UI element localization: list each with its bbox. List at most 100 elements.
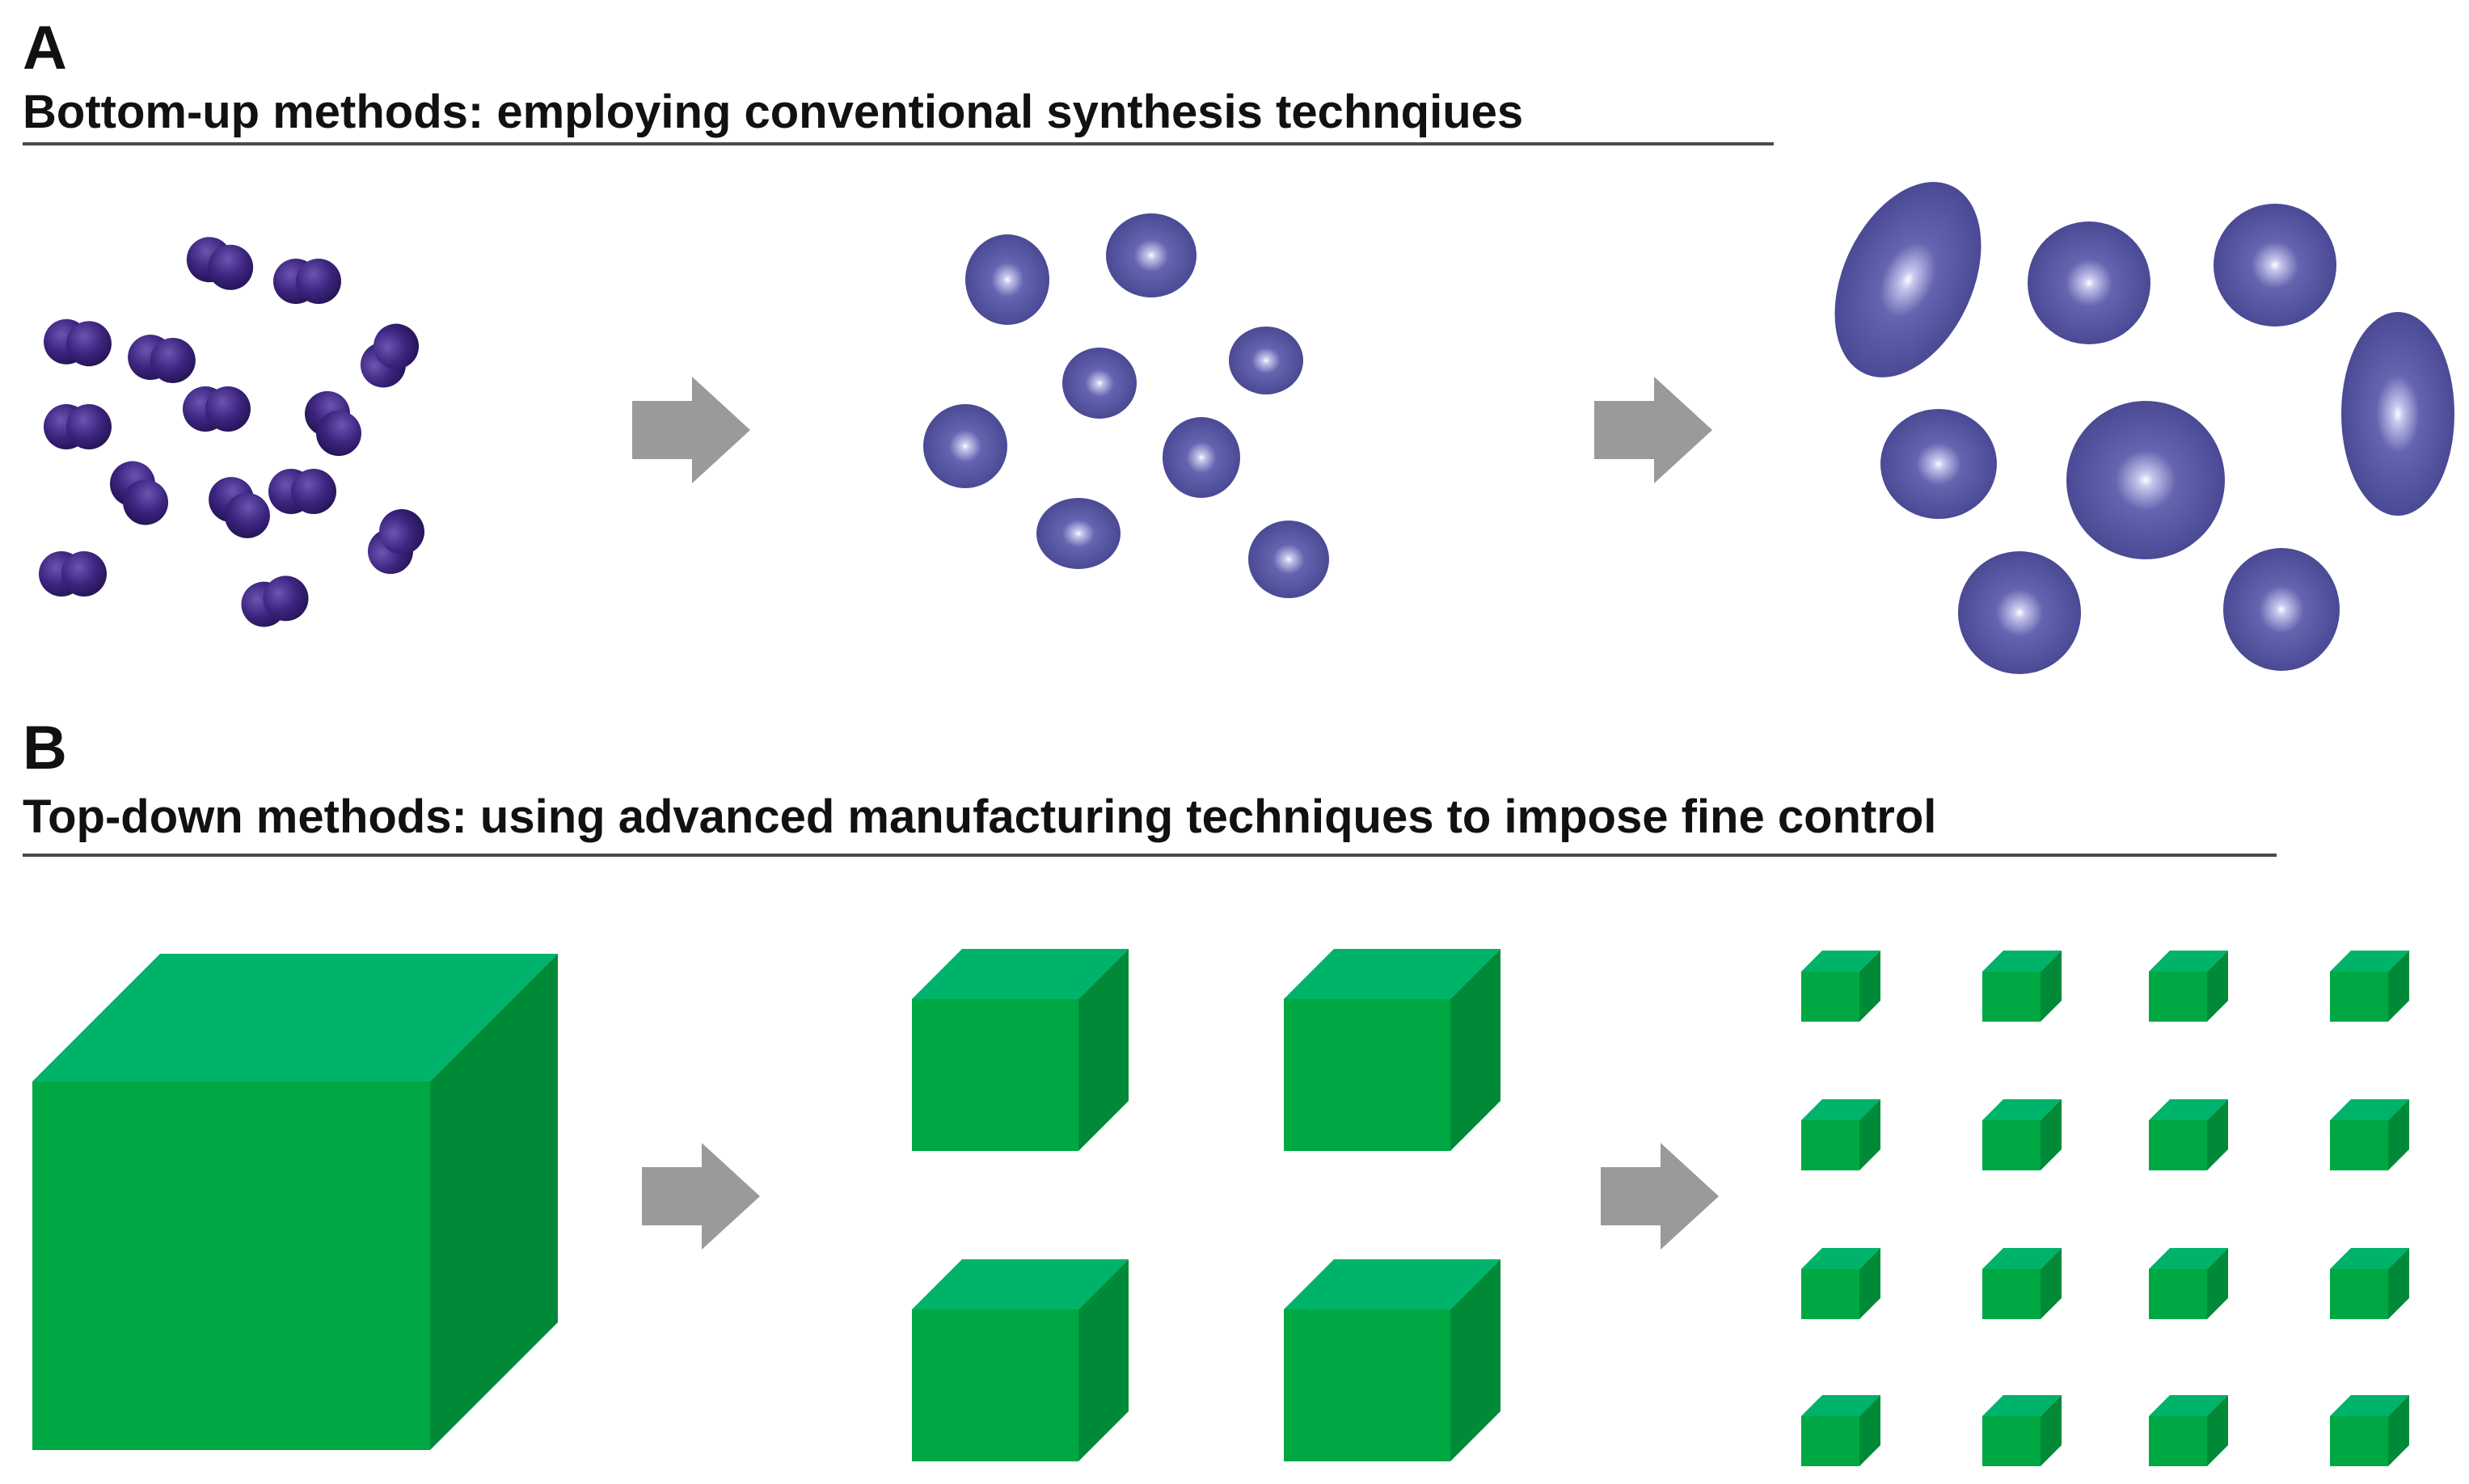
cube bbox=[912, 949, 1129, 1151]
atom-pair bbox=[128, 335, 196, 383]
atom bbox=[316, 411, 361, 457]
cube bbox=[2149, 1099, 2228, 1170]
atom-pair bbox=[268, 469, 336, 514]
cube-top-face bbox=[1801, 951, 1880, 972]
top-down-section bbox=[32, 949, 2409, 1466]
cube bbox=[2330, 951, 2409, 1022]
cube-side-face bbox=[1859, 1248, 1880, 1319]
particle bbox=[2223, 548, 2340, 671]
cube-top-face bbox=[32, 954, 558, 1081]
atom bbox=[208, 244, 254, 290]
cube-top-face bbox=[1982, 1395, 2062, 1416]
cube-side-face bbox=[430, 954, 558, 1450]
particle bbox=[2066, 401, 2225, 559]
cube-top-face bbox=[2330, 1395, 2409, 1416]
cube bbox=[2149, 1395, 2228, 1466]
cube-top-face bbox=[912, 1259, 1129, 1309]
cube bbox=[1801, 1099, 1880, 1170]
small-cubes-group bbox=[1801, 951, 2409, 1466]
particle bbox=[2214, 204, 2336, 327]
cube-top-face bbox=[2330, 1099, 2409, 1120]
cube-side-face bbox=[1078, 949, 1129, 1151]
cube-side-face bbox=[2388, 1395, 2409, 1466]
cube bbox=[1801, 951, 1880, 1022]
cube bbox=[912, 1259, 1129, 1461]
arrow-right-icon bbox=[1594, 377, 1712, 483]
cube-top-face bbox=[1284, 949, 1500, 999]
arrow-shape bbox=[1594, 377, 1712, 483]
arrow-shape bbox=[642, 1143, 760, 1250]
atom-pair bbox=[209, 477, 270, 538]
cube-top-face bbox=[2149, 1099, 2228, 1120]
cube-front-face bbox=[2330, 972, 2388, 1022]
arrow-right-icon bbox=[1601, 1143, 1719, 1250]
particle bbox=[1834, 182, 1982, 377]
cube-top-face bbox=[1982, 951, 2062, 972]
atom bbox=[150, 337, 196, 383]
atom bbox=[291, 469, 336, 514]
cube-front-face bbox=[2330, 1269, 2388, 1319]
cube-side-face bbox=[1859, 1099, 1880, 1170]
atom bbox=[296, 259, 341, 304]
cube-front-face bbox=[2149, 972, 2207, 1022]
atom bbox=[205, 386, 251, 432]
particle bbox=[1163, 417, 1240, 498]
cube-side-face bbox=[2207, 1099, 2228, 1170]
cube-top-face bbox=[2149, 1248, 2228, 1269]
particle bbox=[965, 234, 1049, 325]
particle bbox=[1958, 551, 2081, 674]
cube bbox=[2149, 1248, 2228, 1319]
cube-front-face bbox=[1982, 1120, 2041, 1170]
atom bbox=[374, 323, 420, 369]
cube-top-face bbox=[1801, 1395, 1880, 1416]
cube-side-face bbox=[1859, 1395, 1880, 1466]
cube-top-face bbox=[1982, 1099, 2062, 1120]
particle bbox=[1036, 498, 1121, 569]
panel-b-title: Top-down methods: using advanced manufac… bbox=[23, 790, 1937, 843]
atom bbox=[379, 508, 424, 554]
cube-side-face bbox=[2041, 1395, 2062, 1466]
cube-side-face bbox=[1859, 951, 1880, 1022]
arrow-shape bbox=[1601, 1143, 1719, 1250]
cube-top-face bbox=[1982, 1248, 2062, 1269]
particle bbox=[2028, 221, 2150, 344]
cube bbox=[2330, 1099, 2409, 1170]
cube-side-face bbox=[1450, 949, 1500, 1151]
cube bbox=[2149, 951, 2228, 1022]
cube-front-face bbox=[1801, 1120, 1859, 1170]
atom-pair bbox=[39, 551, 107, 597]
atom-pair bbox=[273, 259, 341, 304]
cube bbox=[1982, 951, 2062, 1022]
atom bbox=[66, 404, 112, 449]
cube bbox=[1982, 1248, 2062, 1319]
panel-a-underline bbox=[23, 142, 1774, 145]
cube bbox=[32, 954, 558, 1450]
cube-front-face bbox=[912, 1309, 1078, 1461]
atom-pair bbox=[241, 575, 309, 627]
panel-b-letter: B bbox=[23, 714, 67, 782]
cube-top-face bbox=[2330, 951, 2409, 972]
atom bbox=[61, 551, 107, 597]
cube-side-face bbox=[2041, 1248, 2062, 1319]
medium-cubes-group bbox=[912, 949, 1500, 1461]
cube-side-face bbox=[2388, 1248, 2409, 1319]
cube-front-face bbox=[1801, 1269, 1859, 1319]
atom-pair bbox=[44, 404, 112, 449]
cube-front-face bbox=[2330, 1416, 2388, 1466]
atom-pair bbox=[368, 508, 424, 575]
cube-front-face bbox=[1801, 972, 1859, 1022]
atom-pair bbox=[305, 390, 361, 457]
cube-top-face bbox=[1801, 1099, 1880, 1120]
small-particles-group bbox=[923, 213, 1329, 598]
large-particles-group bbox=[1834, 182, 2454, 674]
particle bbox=[1106, 213, 1197, 297]
bottom-up-section bbox=[39, 182, 2454, 674]
particle bbox=[1880, 409, 1997, 519]
cube-side-face bbox=[2041, 1099, 2062, 1170]
cube-top-face bbox=[1801, 1248, 1880, 1269]
cube-top-face bbox=[1284, 1259, 1500, 1309]
cube bbox=[1284, 949, 1500, 1151]
atom bbox=[123, 479, 169, 525]
particle bbox=[1229, 327, 1303, 394]
cube-side-face bbox=[1450, 1259, 1500, 1461]
